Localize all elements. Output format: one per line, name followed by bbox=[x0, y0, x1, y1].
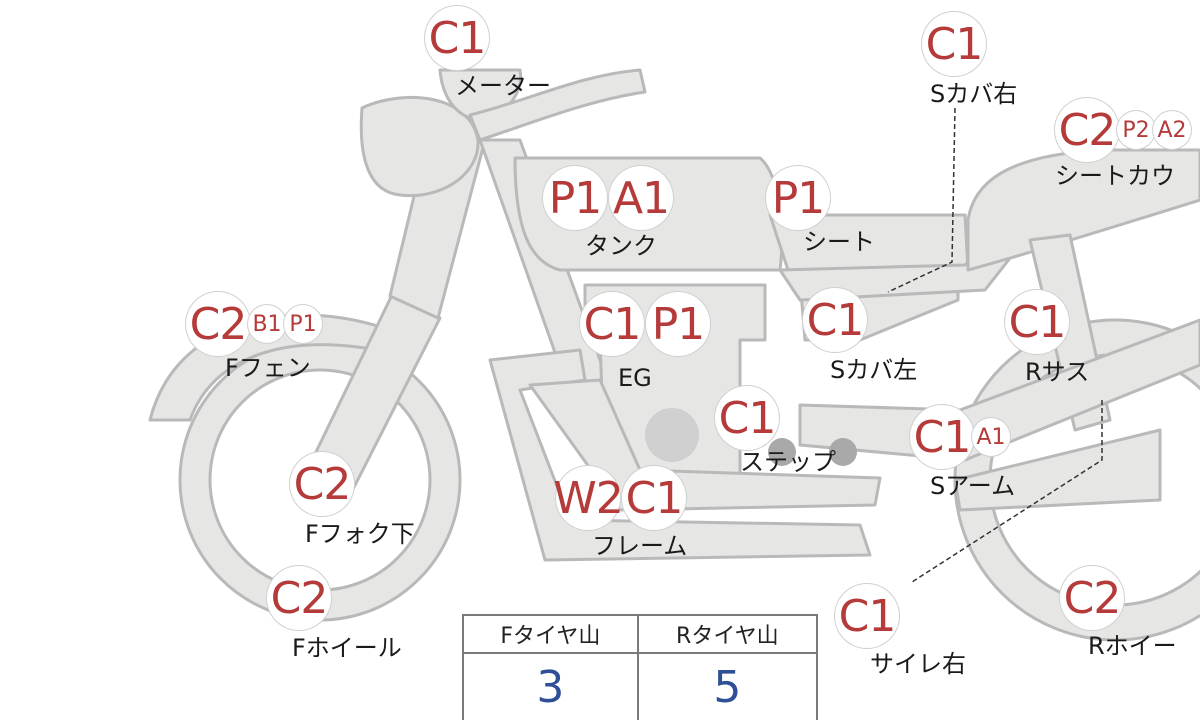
code-badge: C2 bbox=[267, 566, 331, 630]
code-badge: C1 bbox=[622, 466, 686, 530]
label-side-cover-right: Sカバ右 bbox=[930, 80, 1018, 108]
badge-group-frame: W2 C1 bbox=[553, 466, 686, 530]
badge-group-side-cover-right: C1 bbox=[922, 12, 986, 76]
rear-tread-header: Rタイヤ山 bbox=[636, 614, 819, 654]
label-front-fender: Fフェン bbox=[225, 354, 311, 382]
label-front-fork-lower: Fフォク下 bbox=[305, 520, 415, 548]
label-side-cover-left: Sカバ左 bbox=[830, 356, 918, 384]
code-badge: C1 bbox=[1005, 290, 1069, 354]
front-tread-value: 3 bbox=[462, 652, 639, 720]
code-badge: C1 bbox=[835, 584, 899, 648]
badge-group-meter: C1 bbox=[425, 6, 489, 70]
engine-case-circle bbox=[645, 408, 699, 462]
label-swingarm: Sアーム bbox=[930, 472, 1016, 500]
code-badge: P1 bbox=[766, 166, 830, 230]
badge-group-front-fork-lower: C2 bbox=[290, 452, 354, 516]
code-badge: C1 bbox=[910, 405, 974, 469]
label-step: ステップ bbox=[740, 448, 836, 476]
code-badge: P1 bbox=[646, 292, 710, 356]
headlight-shape bbox=[359, 96, 480, 198]
code-badge: A1 bbox=[609, 166, 673, 230]
label-rear-wheel: Rホイー bbox=[1088, 632, 1177, 660]
code-badge: W2 bbox=[553, 466, 624, 530]
label-tank: タンク bbox=[585, 232, 657, 260]
leader-muffler bbox=[911, 400, 1103, 583]
step-peg-right bbox=[829, 438, 857, 466]
label-seat-cowl: シートカウ bbox=[1055, 162, 1175, 190]
code-badge-small: P1 bbox=[284, 305, 322, 343]
badge-group-front-wheel: C2 bbox=[267, 566, 331, 630]
rear-tread-value: 5 bbox=[636, 652, 819, 720]
badge-group-engine: C1 P1 bbox=[580, 292, 710, 356]
badge-group-rear-wheel: C2 bbox=[1060, 566, 1124, 630]
badge-group-side-cover-left: C1 bbox=[803, 288, 867, 352]
code-badge-small: A1 bbox=[972, 418, 1010, 456]
badge-group-front-fender: C2 B1 P1 bbox=[186, 292, 322, 356]
label-seat: シート bbox=[803, 228, 875, 256]
handlebar-shape bbox=[468, 68, 647, 142]
label-front-wheel: Fホイール bbox=[292, 634, 402, 662]
badge-group-swingarm: C1 A1 bbox=[910, 405, 1010, 469]
badge-group-seat-cowl: C2 P2 A2 bbox=[1055, 98, 1191, 162]
code-badge: C2 bbox=[186, 292, 250, 356]
badge-group-rear-suspension: C1 bbox=[1005, 290, 1069, 354]
badge-group-muffler-right: C1 bbox=[835, 584, 899, 648]
tire-tread-table: Fタイヤ山 Rタイヤ山 3 5 bbox=[462, 614, 819, 720]
badge-group-step: C1 bbox=[715, 386, 779, 450]
step-peg-left bbox=[768, 438, 796, 466]
code-badge: P1 bbox=[543, 166, 607, 230]
code-badge: C1 bbox=[580, 292, 644, 356]
label-meter: メーター bbox=[455, 72, 551, 100]
label-rear-suspension: Rサス bbox=[1025, 358, 1090, 386]
code-badge-small: A2 bbox=[1153, 111, 1191, 149]
badge-group-seat: P1 bbox=[766, 166, 830, 230]
badge-group-tank: P1 A1 bbox=[543, 166, 673, 230]
chain-guard-shape bbox=[953, 428, 1162, 512]
code-badge-small: B1 bbox=[248, 305, 286, 343]
label-muffler-right: サイレ右 bbox=[870, 650, 966, 678]
code-badge: C1 bbox=[425, 6, 489, 70]
code-badge: C1 bbox=[803, 288, 867, 352]
code-badge: C2 bbox=[290, 452, 354, 516]
code-badge-small: P2 bbox=[1117, 111, 1155, 149]
front-tread-header: Fタイヤ山 bbox=[462, 614, 639, 654]
code-badge: C2 bbox=[1055, 98, 1119, 162]
code-badge: C1 bbox=[922, 12, 986, 76]
leader-side-cover-right bbox=[887, 107, 956, 293]
code-badge: C1 bbox=[715, 386, 779, 450]
code-badge: C2 bbox=[1060, 566, 1124, 630]
label-engine: EG bbox=[618, 364, 652, 392]
label-frame: フレーム bbox=[592, 532, 688, 560]
